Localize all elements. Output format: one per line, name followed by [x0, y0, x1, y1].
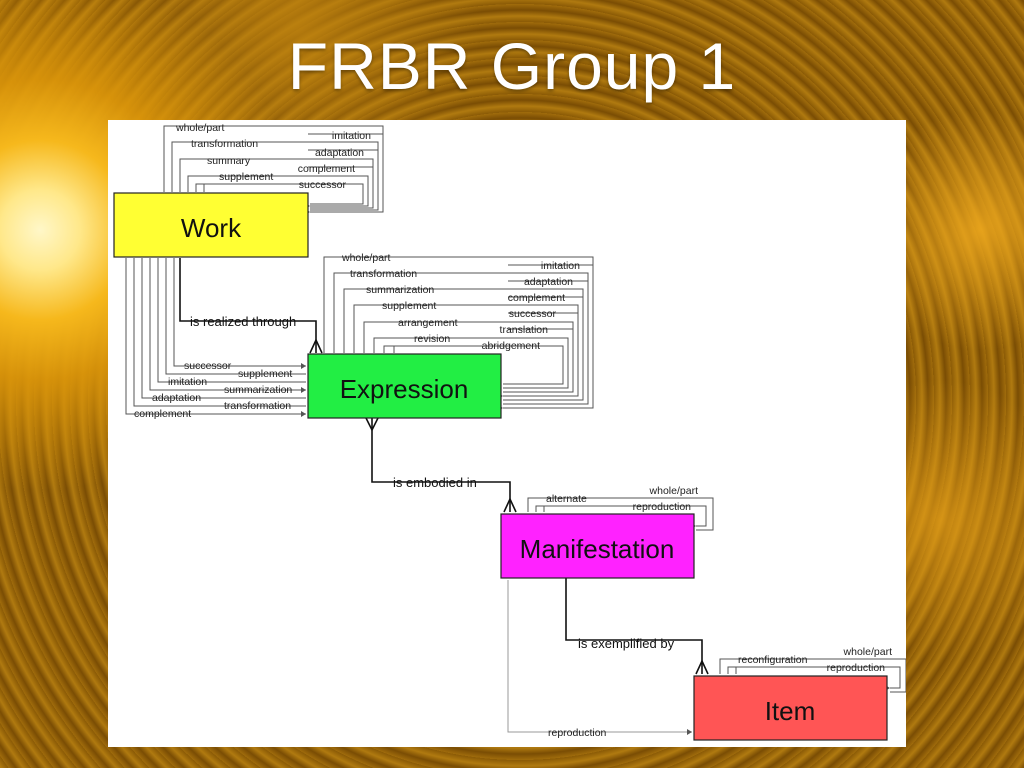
work-entity: Work	[113, 192, 309, 258]
expression-work-label-6: complement	[134, 408, 191, 420]
rel-is-exemplified-by: is exemplified by	[578, 636, 675, 651]
expression-label-right-0: imitation	[541, 260, 580, 272]
expression-label-right-2: complement	[508, 292, 565, 304]
manifestation-label: Manifestation	[520, 534, 675, 564]
item-label: Item	[765, 696, 816, 726]
manifestation-label-left-0: alternate	[546, 493, 587, 505]
work-label-right-0: imitation	[332, 130, 371, 142]
rel-is-embodied-in: is embodied in	[393, 475, 477, 490]
manifestation-label-right-0: whole/part	[649, 485, 699, 497]
work-label-right-1: adaptation	[315, 147, 364, 159]
work-label-right-2: complement	[298, 163, 355, 175]
work-label-left-2: summary	[207, 155, 251, 167]
expression-work-label-1: supplement	[238, 368, 292, 380]
expression-box	[307, 353, 502, 419]
rel-reproduction-item: reproduction	[548, 727, 607, 739]
work-label-right-3: successor	[299, 179, 347, 191]
expression-label-right-4: translation	[500, 324, 549, 336]
item-box	[693, 675, 888, 741]
work-box	[113, 192, 309, 258]
manifestation-box	[500, 513, 695, 579]
expression-entity: Expression	[307, 353, 502, 419]
work-label-left-3: supplement	[219, 171, 273, 183]
expression-label-left-1: transformation	[350, 268, 417, 280]
item-label-right-0: whole/part	[843, 646, 893, 658]
manifestation-label-right-1: reproduction	[633, 501, 692, 513]
expression-label-right-1: adaptation	[524, 276, 573, 288]
frbr-diagram-panel: Work Expression Manifestation Item is re…	[108, 120, 906, 747]
item-label-left-0: reconfiguration	[738, 654, 808, 666]
slide-title: FRBR Group 1	[287, 29, 737, 103]
expression-self-labels: whole/part transformation summarization …	[341, 252, 580, 352]
work-label-left-1: transformation	[191, 138, 258, 150]
expression-label-left-0: whole/part	[341, 252, 391, 264]
expression-label-left-5: revision	[414, 333, 450, 345]
expression-work-label-0: successor	[184, 360, 232, 372]
manifestation-self-labels: alternate whole/part reproduction	[546, 485, 698, 513]
expression-work-label-5: transformation	[224, 400, 291, 412]
frbr-diagram: Work Expression Manifestation Item is re…	[113, 122, 906, 741]
item-self-labels: reconfiguration whole/part reproduction	[738, 646, 892, 674]
work-label-left-0: whole/part	[175, 122, 225, 134]
expression-label-left-3: supplement	[382, 300, 436, 312]
expression-label-right-3: successor	[509, 308, 557, 320]
work-label: Work	[181, 213, 242, 243]
expression-label-left-4: arrangement	[398, 317, 458, 329]
expression-label-right-5: abridgement	[482, 340, 540, 352]
manifestation-entity: Manifestation	[500, 513, 695, 579]
work-self-labels: whole/part transformation summary supple…	[175, 122, 371, 191]
expression-work-label-4: adaptation	[152, 392, 201, 404]
item-label-right-1: reproduction	[827, 662, 886, 674]
expression-work-label-2: imitation	[168, 376, 207, 388]
expression-label-left-2: summarization	[366, 284, 434, 296]
item-entity: Item	[693, 675, 888, 741]
expression-work-label-3: summarization	[224, 384, 292, 396]
rel-is-realized-through: is realized through	[190, 314, 296, 329]
expression-label: Expression	[340, 374, 469, 404]
expression-work-labels: successor supplement imitation summariza…	[134, 360, 292, 420]
